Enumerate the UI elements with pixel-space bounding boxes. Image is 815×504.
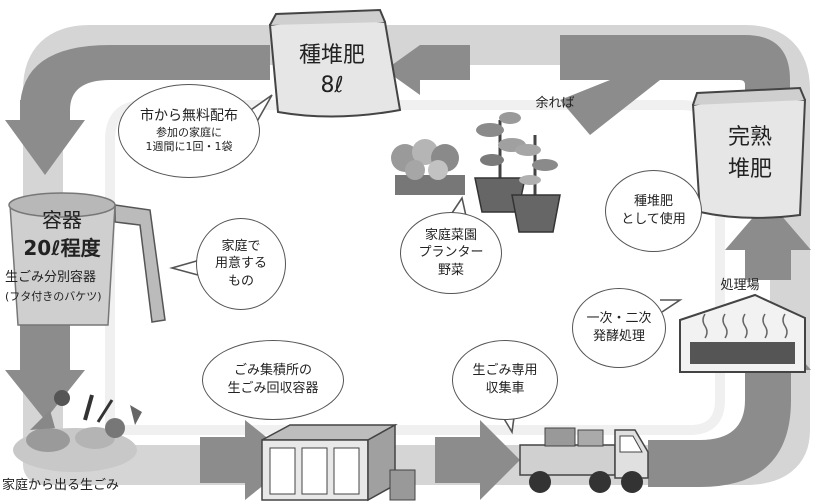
flow-arrows <box>5 35 811 500</box>
food-waste-pile <box>13 390 142 472</box>
collection-container <box>261 423 416 502</box>
arrow-top-right-bend <box>560 35 790 95</box>
arrow-down-left-bottom <box>5 300 85 420</box>
arrow-up-right-top <box>725 200 811 280</box>
arrow-right-2 <box>435 420 520 500</box>
seed-compost-title: 種堆肥 <box>298 43 365 68</box>
complete-compost-bag <box>691 86 807 219</box>
collection-bubble-line2: 生ごみ回収容器 <box>227 381 319 396</box>
city-bubble-line2: 参加の家庭に <box>156 125 222 139</box>
city-bubble-line3: 1週間に1回・1袋 <box>145 140 233 154</box>
home-bubble-line3: もの <box>227 273 254 289</box>
arrow-top-left-bend <box>20 45 270 110</box>
truck-bubble-line2: 収集車 <box>485 381 525 396</box>
home-prepare-bubble: 家庭で 用意する もの <box>196 218 286 310</box>
arrow-right-1 <box>200 420 295 500</box>
truck-bubble: 生ごみ専用 収集車 <box>452 340 558 420</box>
garden-bubble-line2: プランター <box>418 245 484 261</box>
home-bubble-line1: 家庭で <box>221 238 261 254</box>
seed-compost-bag <box>268 8 402 118</box>
garden-plants <box>391 112 561 233</box>
use-bubble-line2: として使用 <box>621 212 686 227</box>
home-bubble-line2: 用意する <box>214 256 267 272</box>
truck-bubble-line1: 生ごみ専用 <box>472 363 538 379</box>
ferment-bubble-line1: 一次・二次 <box>586 311 652 327</box>
city-distribution-bubble: 市から無料配布 参加の家庭に 1週間に1回・1袋 <box>118 84 260 178</box>
arrow-to-garden <box>560 80 660 135</box>
container-size: 20ℓ程度 <box>23 236 101 260</box>
garden-bubble-line3: 野菜 <box>437 262 464 278</box>
complete-compost-line1: 完熟 <box>727 125 772 150</box>
seed-compost-size: 8ℓ <box>320 73 344 98</box>
collection-bubble-line1: ごみ集積所の <box>233 363 312 379</box>
city-bubble-line1: 市から無料配布 <box>140 107 238 124</box>
complete-compost-line2: 堆肥 <box>727 157 772 182</box>
arrow-left-top <box>385 45 470 95</box>
garden-bubble-line1: 家庭菜園 <box>424 227 477 243</box>
collection-truck <box>519 427 649 493</box>
use-as-seed-bubble: 種堆肥 として使用 <box>605 170 702 252</box>
use-bubble-line1: 種堆肥 <box>633 194 673 210</box>
container-name: 生ごみ分別容器 <box>5 270 97 285</box>
surplus-label: 余れば <box>535 96 575 111</box>
facility-label: 処理場 <box>720 278 760 293</box>
processing-facility <box>679 293 806 373</box>
arrow-down-left-top <box>5 100 85 175</box>
container-title: 容器 <box>42 208 82 232</box>
container-note: (フタ付きのバケツ) <box>5 290 102 303</box>
ferment-bubble-line2: 発酵処理 <box>592 329 645 344</box>
collection-point-bubble: ごみ集積所の 生ごみ回収容器 <box>202 340 344 420</box>
fermentation-bubble: 一次・二次 発酵処理 <box>572 288 666 368</box>
garden-bubble: 家庭菜園 プランター 野菜 <box>400 212 502 294</box>
container-bucket <box>8 192 166 326</box>
food-waste-label: 家庭から出る生ごみ <box>2 478 120 493</box>
